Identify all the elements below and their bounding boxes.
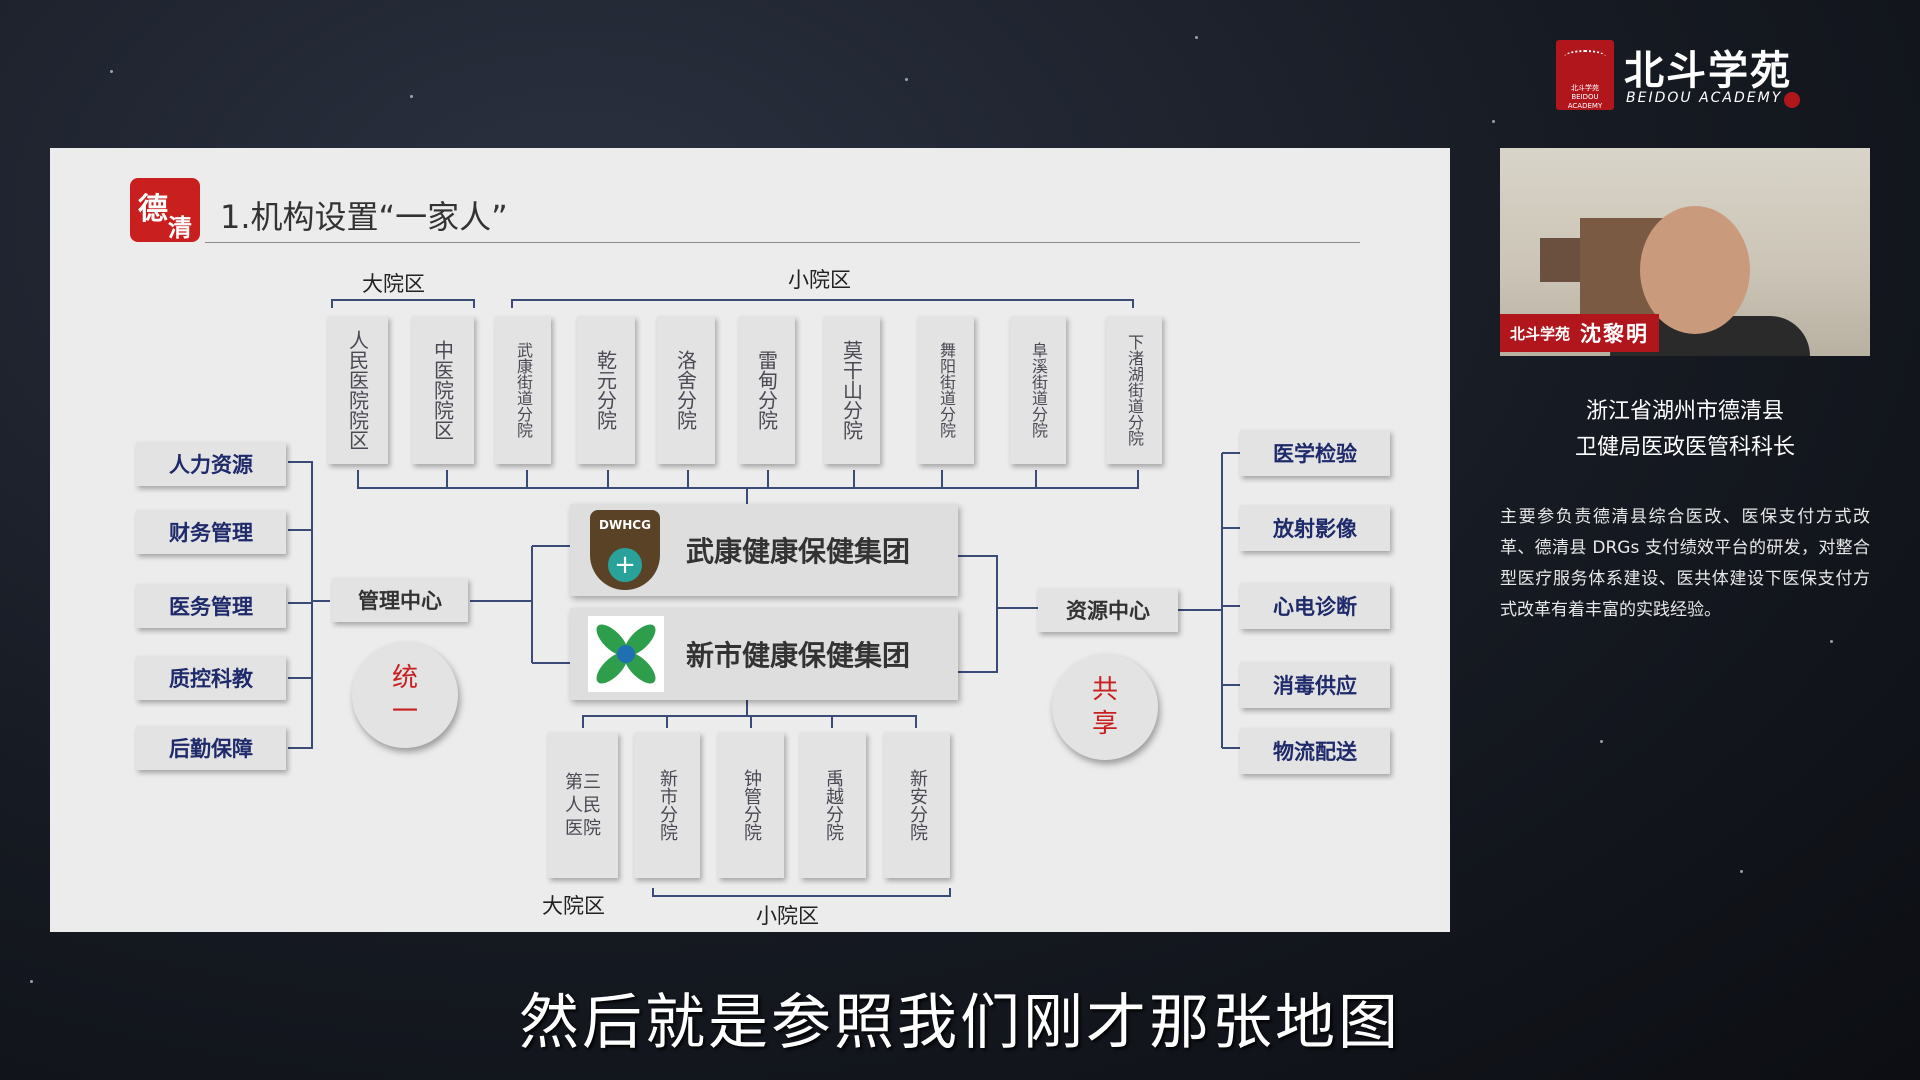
dwhcg-shield-icon: DWHCG + (590, 510, 660, 590)
top-large-campus: 人民医院院区 (328, 316, 388, 464)
xinshi-group-name: 新市健康保健集团 (686, 639, 911, 672)
bottom-small-campus: 禹越分院 (800, 732, 866, 878)
top-small-campus: 洛舍分院 (657, 316, 715, 464)
star (1600, 740, 1603, 743)
speaker-organization: 浙江省湖州市德清县 卫健局医政医管科科长 (1500, 394, 1870, 466)
speaker-name-tag: 北斗学苑 沈黎明 (1500, 314, 1660, 352)
connector-lines (288, 299, 1240, 897)
medical-cross-icon: + (608, 548, 642, 582)
left-function-box: 后勤保障 (136, 726, 286, 770)
resource-center: 资源中心 (1038, 588, 1178, 632)
right-resource-box: 物流配送 (1240, 728, 1390, 774)
right-resource-box: 消毒供应 (1240, 662, 1390, 708)
speaker-org-line: 卫健局医政医管科科长 (1574, 435, 1795, 460)
speaker-video: 北斗学苑 沈黎明 (1500, 148, 1870, 356)
speaker-bio: 主要参负责德清县综合医改、医保支付方式改革、德清县 DRGs 支付绩效平台的研发… (1500, 507, 1870, 620)
star (1195, 36, 1198, 39)
brand-seal-text: 北斗学苑 BEIDOU ACADEMY (1567, 84, 1603, 110)
brand-seal: 北斗学苑 BEIDOU ACADEMY (1556, 40, 1614, 110)
title-divider (205, 242, 1360, 243)
brand-logo: 北斗学苑 BEIDOU ACADEMY 北斗学苑 BEIDOU ACADEMY (1556, 38, 1802, 114)
video-subtitle: 然后就是参照我们刚才那张地图 (519, 988, 1401, 1058)
wukang-group: DWHCG + 武康健康保健集团 (570, 504, 958, 596)
top-small-campus: 乾元分院 (577, 316, 635, 464)
unify-circle: 统一 (352, 642, 458, 748)
star (110, 70, 113, 73)
speaker-face (1640, 206, 1750, 334)
dwhcg-badge-text: DWHCG (599, 518, 651, 532)
bottom-small-campus: 新安分院 (884, 732, 950, 878)
bottom-large-campus-label: 第三人民医院 (565, 771, 601, 839)
speaker-name: 沈黎明 (1580, 322, 1650, 346)
speaker-tag-logo: 北斗学苑 (1510, 324, 1571, 343)
left-function-box: 人力资源 (136, 442, 286, 486)
brand-name: 北斗学苑 (1624, 47, 1792, 94)
top-small-campus: 莫干山分院 (824, 316, 880, 464)
brand-mark-icon (1784, 92, 1800, 108)
left-function-box: 财务管理 (136, 510, 286, 554)
right-resource-box: 心电诊断 (1240, 583, 1390, 629)
management-center: 管理中心 (332, 578, 468, 622)
left-function-box: 医务管理 (136, 584, 286, 628)
top-small-campus: 武康街道分院 (495, 316, 551, 464)
top-small-campus: 阜溪街道分院 (1010, 316, 1066, 464)
speaker-org-line: 浙江省湖州市德清县 (1585, 399, 1784, 424)
star (1740, 870, 1743, 873)
star (1492, 120, 1495, 123)
xinshi-group-logo-icon (588, 616, 664, 692)
star (905, 78, 908, 81)
xinshi-group: 新市健康保健集团 (570, 608, 958, 700)
right-resource-box: 医学检验 (1240, 430, 1390, 476)
top-small-campus-label: 小院区 (788, 268, 851, 292)
right-resource-box: 放射影像 (1240, 505, 1390, 551)
slide: 德 清 1.机构设置“一家人” 大院区 小院区 人民医院院区 中医院院区 武康街… (50, 148, 1450, 932)
top-small-campus: 舞阳街道分院 (918, 316, 974, 464)
top-large-campus-label: 大院区 (362, 272, 425, 296)
bottom-small-campus-label: 小院区 (756, 904, 819, 928)
top-small-campus: 下渚湖街道分院 (1106, 316, 1162, 464)
top-small-campus: 雷甸分院 (739, 316, 795, 464)
star (1830, 640, 1833, 643)
deqing-logo: 德 清 (130, 178, 200, 242)
top-large-campus: 中医院院区 (412, 316, 474, 464)
slide-title: 1.机构设置“一家人” (220, 198, 508, 236)
bottom-small-campus: 钟管分院 (718, 732, 784, 878)
bottom-small-campus: 新市分院 (634, 732, 700, 878)
wukang-group-name: 武康健康保健集团 (686, 535, 911, 568)
left-function-box: 质控科教 (136, 656, 286, 700)
star (30, 980, 33, 983)
brand-name-en: BEIDOU ACADEMY (1626, 90, 1783, 106)
bottom-large-campus-label: 大院区 (542, 894, 605, 918)
share-circle: 共享 (1052, 654, 1158, 760)
star (410, 95, 413, 98)
bottom-large-campus: 第三人民医院 (548, 732, 618, 878)
